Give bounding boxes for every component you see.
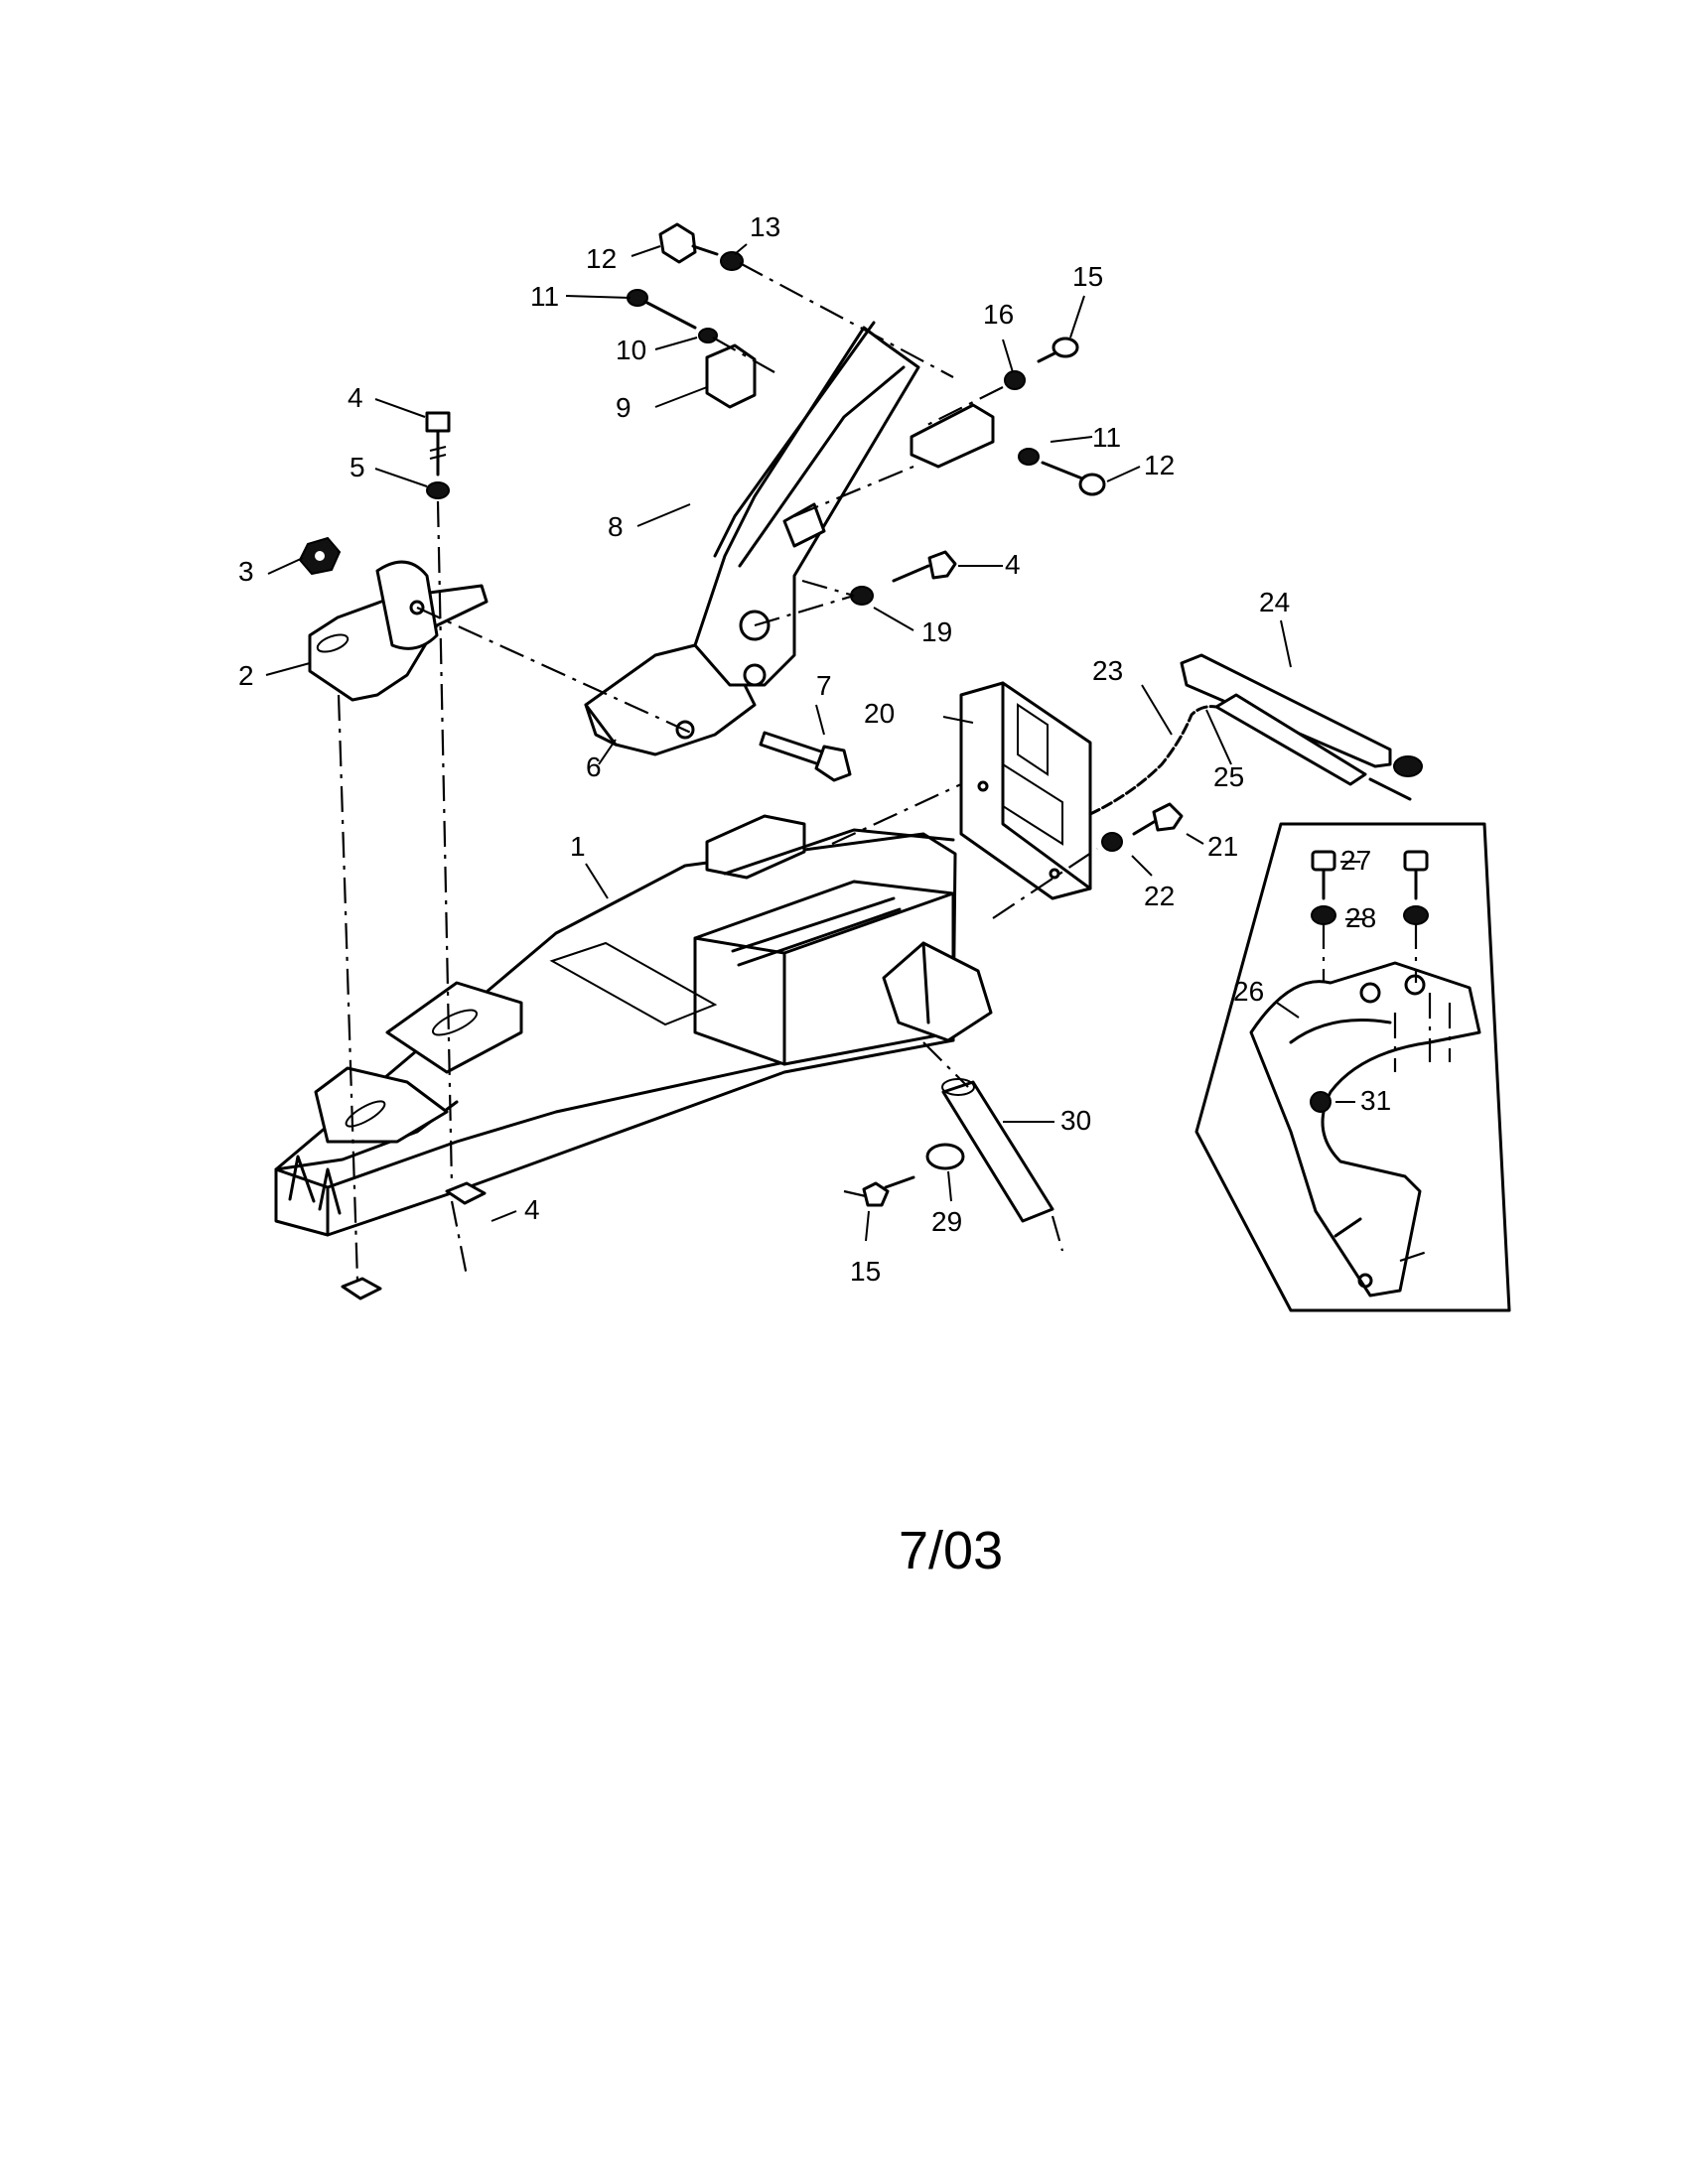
callout-20: 20 — [864, 698, 895, 729]
callout-25: 25 — [1213, 761, 1244, 792]
washer-14 — [720, 251, 744, 271]
revision-date: 7/03 — [899, 1521, 1003, 1580]
callout-31: 31 — [1360, 1085, 1391, 1116]
bracket-10 — [705, 343, 757, 409]
chain-23 — [1088, 705, 1218, 816]
washer-22 — [1101, 832, 1123, 852]
callout-24: 24 — [1259, 587, 1290, 617]
callout-22: 22 — [1144, 881, 1175, 911]
washer-16 — [1004, 370, 1026, 390]
leader-lines — [265, 243, 1365, 1242]
bolt-7 — [759, 731, 852, 782]
callout-28: 28 — [1345, 902, 1376, 933]
bolt-4-right — [892, 550, 957, 583]
washer-5 — [426, 481, 450, 499]
bracket-16 — [910, 403, 995, 469]
bracket-26 — [1249, 961, 1481, 1297]
callout-13: 12 — [586, 243, 617, 274]
bolt-12-top — [627, 289, 697, 330]
square-nut-6b — [341, 1277, 382, 1300]
callout-5: 5 — [350, 452, 365, 482]
callout-2: 2 — [238, 660, 254, 691]
flange-29 — [925, 1143, 965, 1170]
pivot-support — [308, 560, 489, 702]
callout-labels: 12 13 11 10 9 16 15 11 12 4 5 3 2 8 4 19… — [238, 211, 1391, 1287]
assembly-lines — [337, 262, 1452, 1282]
washer-19 — [850, 586, 874, 606]
callout-16: 16 — [983, 299, 1014, 330]
bolts-27 — [1311, 850, 1429, 900]
bolt-15-top — [1037, 337, 1079, 363]
post-30 — [941, 1078, 1054, 1223]
callout-6: 4 — [524, 1194, 540, 1225]
callout-3: 3 — [238, 556, 254, 587]
callout-10: 9 — [616, 392, 632, 423]
callout-4-top: 4 — [348, 382, 363, 413]
callout-29: 29 — [931, 1206, 962, 1237]
mounting-plate — [959, 681, 1092, 900]
washer-11-top — [698, 328, 718, 343]
callout-12-right: 12 — [1144, 450, 1175, 480]
lever-arm — [584, 321, 920, 756]
callout-1: 1 — [570, 831, 586, 862]
callout-27: 27 — [1340, 845, 1371, 876]
callout-15-top: 15 — [1072, 261, 1103, 292]
callout-26: 26 — [1233, 976, 1264, 1007]
bolt-15-bottom — [862, 1175, 915, 1207]
callout-14: 13 — [750, 211, 780, 242]
inset-frame — [1194, 822, 1511, 1312]
callout-11-top: 10 — [616, 335, 646, 365]
callout-8: 6 — [586, 751, 602, 782]
callout-23: 23 — [1092, 655, 1123, 686]
washer-11-right — [1018, 448, 1040, 466]
callout-12-top: 11 — [530, 281, 559, 312]
callout-30: 30 — [1060, 1105, 1091, 1136]
callout-21: 21 — [1207, 831, 1238, 862]
bolt-12-right — [1041, 461, 1106, 496]
bolt-13 — [658, 222, 719, 264]
callout-9: 8 — [608, 511, 624, 542]
callout-15-bottom: 15 — [850, 1256, 881, 1287]
locking-pliers — [1180, 653, 1423, 801]
callout-4-right: 4 — [1005, 549, 1021, 580]
callout-19: 19 — [921, 616, 952, 647]
bolt-4-top — [425, 411, 451, 477]
bolt-21 — [1132, 802, 1184, 836]
square-nut-6 — [445, 1181, 487, 1205]
base-casting — [274, 814, 993, 1237]
callout-7: 7 — [816, 670, 832, 701]
callout-11-right: 11 — [1092, 422, 1121, 453]
